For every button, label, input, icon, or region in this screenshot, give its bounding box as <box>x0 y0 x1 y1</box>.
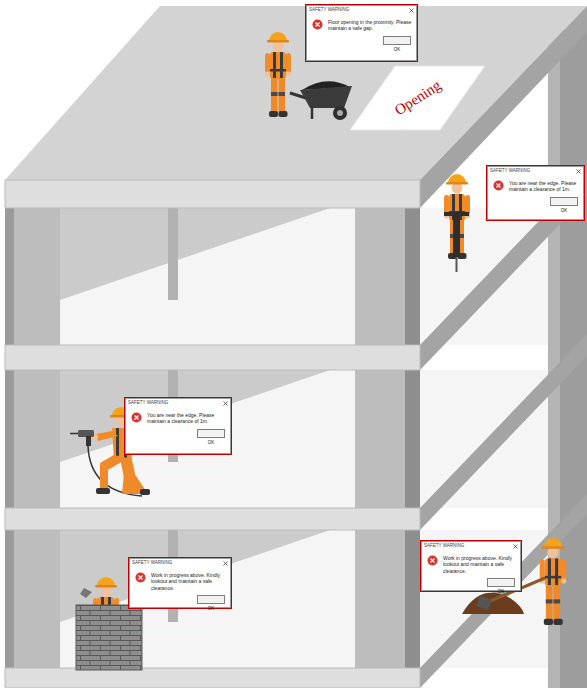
dialog-title: SAFETY WARNING <box>128 400 219 406</box>
worker-drilling <box>78 430 94 437</box>
worker-drilling <box>116 428 119 458</box>
error-icon <box>497 184 501 188</box>
worker-shovelling <box>462 593 524 614</box>
ok-button: OK <box>487 578 515 587</box>
close-icon <box>224 401 228 405</box>
button-label: OK <box>498 588 505 596</box>
front-column <box>355 208 405 668</box>
dialog-title: SAFETY WARNING <box>424 543 509 549</box>
front-column <box>405 208 420 668</box>
warning-message: You are near the edge. Please maintain a… <box>509 180 579 193</box>
error-icon <box>135 572 146 583</box>
close-icon <box>410 8 414 12</box>
worker-drilling <box>100 463 108 490</box>
worker-jackhammer <box>453 215 460 257</box>
warning-dialog: SAFETY WARNING Work in progress above. Ki… <box>128 557 232 609</box>
floor-slab <box>420 334 587 530</box>
warning-message: Work in progress above. Kindly lookout a… <box>151 572 226 592</box>
floor-slab <box>5 508 420 530</box>
error-icon <box>313 20 323 30</box>
story-interior <box>60 370 330 462</box>
worker-bricklaying <box>80 588 92 598</box>
button-label: OK <box>208 605 215 613</box>
worker-jackhammer <box>456 257 458 272</box>
worker-shovelling <box>476 596 492 610</box>
dialog-title: SAFETY WARNING <box>309 7 405 13</box>
close-icon <box>514 544 518 548</box>
floor-slab <box>5 6 587 688</box>
close-icon <box>224 561 228 565</box>
close-icon <box>577 169 581 173</box>
error-icon <box>312 19 323 30</box>
button-label: OK <box>394 46 401 54</box>
ok-button: OK <box>383 36 411 45</box>
front-column <box>5 208 60 668</box>
floor-slab <box>5 345 420 370</box>
error-icon <box>494 181 504 191</box>
error-icon <box>431 559 435 563</box>
worker-bricklaying <box>76 605 142 670</box>
warning-dialog: SAFETY WARNING You are near the edge. Ple… <box>124 397 232 455</box>
button-label: OK <box>561 207 568 215</box>
error-icon <box>139 576 143 580</box>
warning-message: Floor opening in the proximity. Please m… <box>328 19 412 32</box>
worker-shovelling <box>540 538 567 625</box>
worker-jackhammer <box>444 174 470 272</box>
floor-slab <box>5 180 420 208</box>
error-icon <box>493 180 504 191</box>
close-icon <box>576 169 581 174</box>
error-icon <box>131 412 142 423</box>
ok-button: OK <box>197 595 225 604</box>
worker-wheelbarrow <box>300 86 352 108</box>
ok-button: OK <box>550 197 578 206</box>
ok-button: OK <box>197 429 225 438</box>
dialog-title: SAFETY WARNING <box>490 168 572 174</box>
warning-dialog: SAFETY WARNING Floor opening in the proxi… <box>305 4 418 62</box>
worker-drilling <box>86 436 91 446</box>
floor-opening <box>350 66 485 130</box>
warning-message: You are near the edge. Please maintain a… <box>147 412 226 425</box>
close-icon <box>513 544 518 549</box>
error-icon <box>427 555 438 566</box>
floor-opening: Opening <box>350 64 485 132</box>
close-icon <box>409 8 414 13</box>
floor-slab <box>5 6 587 180</box>
worker-wheelbarrow <box>337 110 343 116</box>
story-interior <box>60 208 330 300</box>
dialog-title: SAFETY WARNING <box>132 560 219 566</box>
error-icon <box>428 556 438 566</box>
error-icon <box>135 416 139 420</box>
story-interior <box>168 208 178 300</box>
front-column <box>5 208 420 668</box>
warning-dialog: SAFETY WARNING You are near the edge. Ple… <box>486 165 585 221</box>
error-icon <box>316 23 320 27</box>
worker-wheelbarrow <box>333 106 347 120</box>
close-icon <box>223 401 228 406</box>
worker-drilling <box>70 433 78 435</box>
worker-drilling <box>140 489 150 495</box>
error-icon <box>136 573 146 583</box>
worker-jackhammer <box>444 174 470 259</box>
warning-message: Work in progress above. Kindly lookout a… <box>443 555 516 575</box>
worker-drilling <box>96 488 110 494</box>
floor-slab <box>420 494 587 688</box>
front-column <box>5 208 14 668</box>
floor-slab <box>5 668 420 688</box>
error-icon <box>132 413 142 423</box>
warning-dialog: SAFETY WARNING Work in progress above. Ki… <box>420 540 522 592</box>
worker-drilling <box>96 431 118 441</box>
button-label: OK <box>208 439 215 447</box>
worker-wheelbarrow <box>311 107 314 119</box>
close-icon <box>223 561 228 566</box>
worker-wheelbarrow <box>265 32 291 117</box>
